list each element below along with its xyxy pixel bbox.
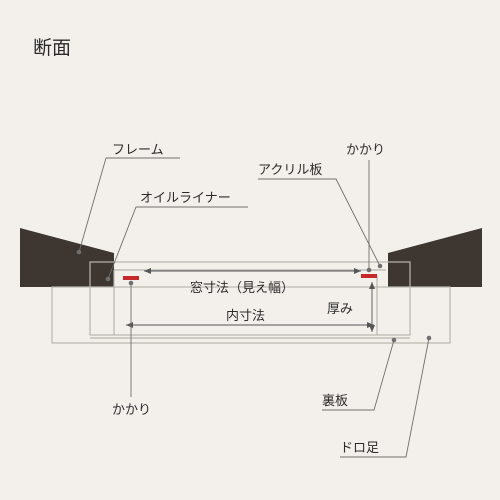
label-oil-liner: オイルライナー — [140, 191, 231, 206]
label-acrylic: アクリル板 — [258, 163, 322, 178]
leader-doro-foot — [340, 337, 430, 458]
leader-doro-foot-dot — [426, 335, 432, 341]
label-doro-foot: ドロ足 — [340, 441, 379, 456]
window-size-arrow-left — [144, 268, 151, 274]
inner-size-label: 内寸法 — [226, 308, 265, 324]
frame-left — [20, 228, 114, 287]
leader-acrylic — [258, 178, 381, 267]
leader-oil-liner-dot — [105, 276, 111, 282]
label-hook-bottom: かかり — [112, 403, 151, 418]
diagram-title: 断面 — [33, 37, 71, 59]
hook-left — [123, 276, 139, 280]
label-back-board: 裏板 — [322, 394, 348, 409]
leader-oil-liner — [107, 206, 248, 280]
label-hook-top: かかり — [346, 143, 385, 158]
doro-foot-outline — [51, 286, 451, 344]
thickness-arrow-top — [369, 282, 375, 289]
window-size-arrow-right — [354, 268, 361, 274]
frame-right — [388, 228, 482, 287]
thickness-arrow-bottom — [369, 325, 375, 332]
inner-size-arrow-left — [126, 322, 133, 328]
thickness-label: 厚み — [327, 302, 353, 317]
leader-acrylic-dot — [377, 263, 383, 269]
leader-back-board — [322, 339, 395, 411]
leader-hook-top-dot — [366, 267, 372, 273]
window-size-label: 窓寸法（見え幅） — [190, 280, 294, 296]
oil-liner-outline — [89, 261, 411, 336]
leader-back-board-dot — [391, 337, 397, 343]
hook-right — [361, 274, 377, 278]
label-frame: フレーム — [112, 143, 164, 158]
leader-hook-bottom-dot — [128, 280, 134, 286]
leader-frame-dot — [76, 249, 82, 255]
leader-frame-diag — [78, 157, 107, 253]
